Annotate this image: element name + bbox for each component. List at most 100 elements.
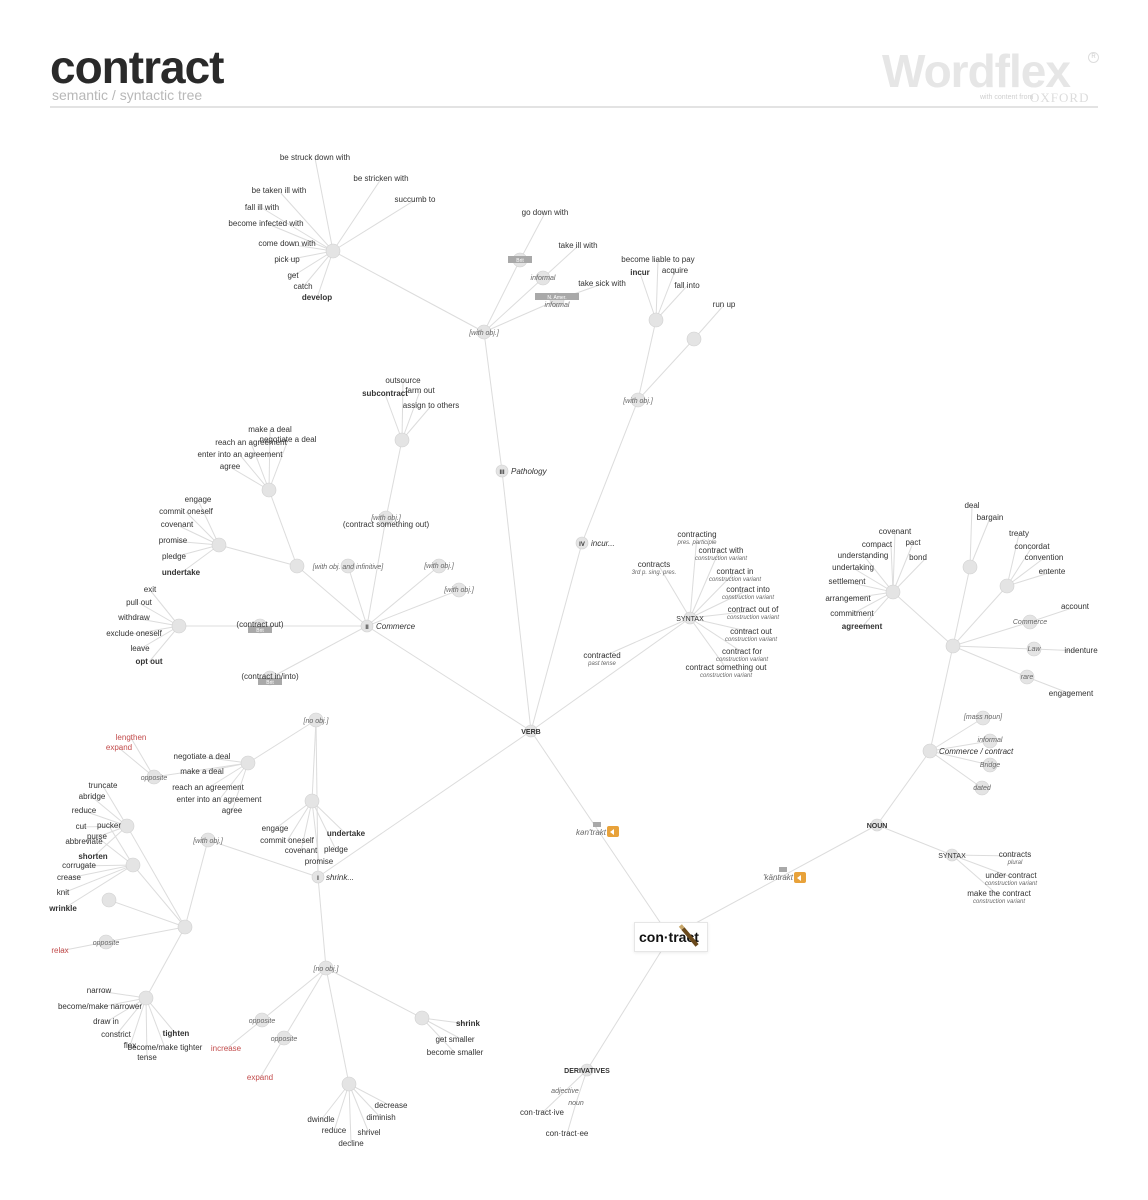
synonym: outsource: [385, 376, 421, 385]
tree-node[interactable]: [146, 769, 162, 785]
tree-node[interactable]: [962, 559, 978, 575]
synonym: covenant: [285, 846, 318, 855]
tree-node[interactable]: [119, 818, 135, 834]
tree-node[interactable]: [378, 510, 394, 526]
speaker-icon[interactable]: [607, 826, 619, 837]
opposite-label: opposite: [141, 775, 168, 782]
tree-node[interactable]: [341, 1076, 357, 1092]
inflection: contracts: [638, 560, 670, 569]
synonym: leave: [130, 644, 150, 653]
synonym: be stricken with: [353, 174, 408, 183]
tree-node[interactable]: [138, 990, 154, 1006]
tree-edge: [483, 277, 544, 333]
synonym: engagement: [1049, 689, 1094, 698]
tree-node[interactable]: [171, 618, 187, 634]
tree-node[interactable]: [535, 270, 551, 286]
inflection: contract with: [699, 546, 744, 555]
tree-hub[interactable]: [575, 536, 589, 550]
tree-node[interactable]: [431, 558, 447, 574]
tree-node[interactable]: [98, 934, 114, 950]
tree-node[interactable]: [325, 243, 341, 259]
tree-edge: [348, 1083, 382, 1119]
tree-hub[interactable]: [495, 464, 509, 478]
tree-hub[interactable]: [870, 818, 884, 832]
tree-edge: [274, 800, 313, 830]
tree-node[interactable]: [254, 1012, 270, 1028]
tree-edge: [689, 550, 720, 619]
synonym: commitment: [830, 609, 874, 618]
tree-node[interactable]: [200, 832, 216, 848]
synonym: go down with: [522, 208, 569, 217]
tree-edge: [145, 926, 186, 999]
tree-edge: [863, 555, 894, 593]
domain-label: Commerce: [1013, 619, 1047, 626]
register-label: informal: [978, 737, 1003, 744]
synonym: assign to others: [403, 401, 459, 410]
tree-node[interactable]: [975, 710, 991, 726]
region-tag: Brit: [516, 258, 524, 264]
tree-hub[interactable]: [580, 1063, 594, 1077]
tree-node[interactable]: [982, 757, 998, 773]
synonym: purse: [87, 832, 108, 841]
tree-node[interactable]: [476, 324, 492, 340]
tree-node[interactable]: [974, 780, 990, 796]
tree-node[interactable]: [240, 755, 256, 771]
tree-edge: [145, 997, 177, 1035]
tree-hub[interactable]: [524, 724, 538, 738]
tree-node[interactable]: [885, 584, 901, 600]
tree-node[interactable]: [304, 793, 320, 809]
tree-node[interactable]: [340, 558, 356, 574]
tree-node[interactable]: [289, 558, 305, 574]
sense-number: I: [317, 876, 319, 882]
tree-edge: [197, 499, 220, 546]
tree-node[interactable]: [922, 743, 938, 759]
tree-node[interactable]: [648, 312, 664, 328]
tree-node[interactable]: [261, 482, 277, 498]
tree-node[interactable]: [211, 537, 227, 553]
grammar-label: [with obj. and infinitive]: [312, 564, 384, 571]
tree-node[interactable]: [630, 392, 646, 408]
synonym: shorten: [78, 852, 107, 861]
tree-edge: [655, 259, 659, 321]
tree-node[interactable]: [1022, 614, 1038, 630]
inflection: contract for: [722, 647, 762, 656]
tree-node[interactable]: [414, 1010, 430, 1026]
register-label: rare: [1021, 674, 1034, 681]
tree-edge: [951, 854, 1012, 878]
tree-node[interactable]: [686, 331, 702, 347]
tree-node[interactable]: [945, 638, 961, 654]
pronunciation: 'käntrakt: [763, 873, 794, 882]
tree-node[interactable]: [276, 1030, 292, 1046]
tree-node[interactable]: [177, 919, 193, 935]
tree-node[interactable]: [1026, 641, 1042, 657]
tree-node[interactable]: [308, 712, 324, 728]
tree-node[interactable]: [1019, 669, 1035, 685]
synonym: promise: [159, 536, 188, 545]
tree-hub[interactable]: [311, 870, 325, 884]
grammar-label: [with obj.]: [370, 515, 402, 522]
tree-edge: [118, 747, 155, 778]
tree-node[interactable]: [451, 582, 467, 598]
tree-edge: [348, 1083, 352, 1144]
grammar-label: [no obj.]: [303, 718, 330, 725]
tree-hub[interactable]: [945, 848, 959, 862]
tree-node[interactable]: [101, 892, 117, 908]
tree-edge: [247, 719, 317, 764]
tree-edge: [952, 566, 971, 647]
pronunciation: kən'trakt: [576, 828, 607, 837]
tree-node[interactable]: [318, 960, 334, 976]
synonym: take sick with: [578, 279, 626, 288]
tree-node[interactable]: [982, 733, 998, 749]
headword-box[interactable]: con·tract: [634, 922, 708, 952]
tree-node[interactable]: [999, 578, 1015, 594]
tree-edge: [892, 591, 954, 647]
phrase-label: (contract something out): [343, 520, 430, 529]
tree-node[interactable]: [125, 857, 141, 873]
tree-node[interactable]: [394, 432, 410, 448]
tree-edge: [890, 544, 894, 593]
tree-hub[interactable]: [360, 619, 374, 633]
speaker-icon[interactable]: [794, 872, 806, 883]
page-title: contract: [50, 41, 224, 93]
tree-edge: [311, 800, 320, 863]
tree-hub[interactable]: [683, 611, 697, 625]
